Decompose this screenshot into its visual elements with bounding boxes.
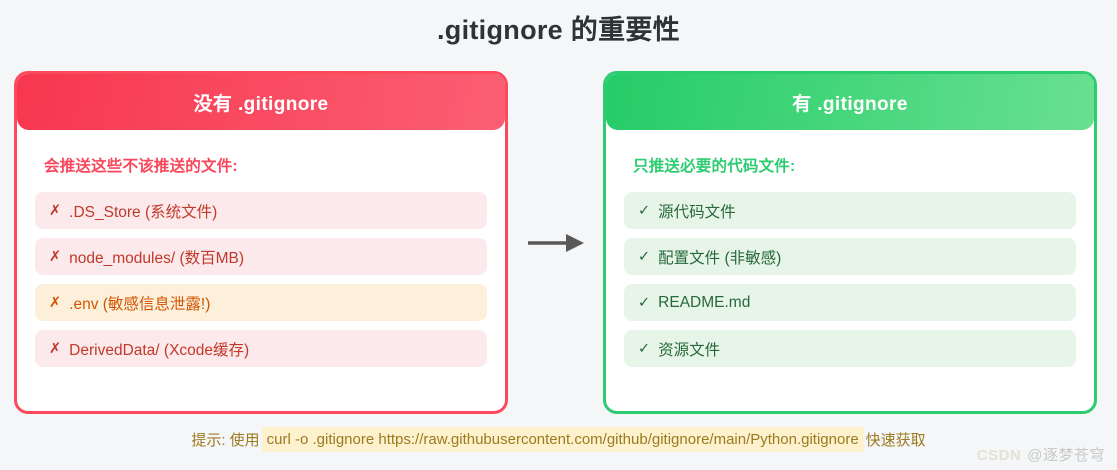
comparison-columns: 没有 .gitignore 会推送这些不该推送的文件: ✗ .DS_Store … <box>0 71 1117 414</box>
list-item-label: README.md <box>658 293 751 311</box>
footer-tip: 提示: 使用 curl -o .gitignore https://raw.gi… <box>0 422 1117 456</box>
list-item-label: 配置文件 (非敏感) <box>658 249 782 267</box>
list-item: ✓ README.md <box>624 284 1076 321</box>
check-icon: ✓ <box>638 248 651 265</box>
cross-icon: ✗ <box>49 340 62 357</box>
list-item: ✓ 配置文件 (非敏感) <box>624 238 1076 275</box>
check-icon: ✓ <box>638 294 651 311</box>
check-icon: ✓ <box>638 202 651 219</box>
card-with-gitignore-body: 只推送必要的代码文件: ✓ 源代码文件 ✓ 配置文件 (非敏感) ✓ READM… <box>606 130 1094 385</box>
list-item: ✗ DerivedData/ (Xcode缓存) <box>35 330 487 367</box>
footer-tip-suffix: 快速获取 <box>865 431 926 449</box>
list-item: ✗ node_modules/ (数百MB) <box>35 238 487 275</box>
list-item-label: .DS_Store (系统文件) <box>69 203 218 221</box>
cross-icon: ✗ <box>49 294 62 311</box>
list-item-label: DerivedData/ (Xcode缓存) <box>69 341 250 359</box>
list-item-label: .env (敏感信息泄露!) <box>69 295 211 313</box>
watermark-author: @逐梦苍穹 <box>1027 447 1105 464</box>
good-item-list: ✓ 源代码文件 ✓ 配置文件 (非敏感) ✓ README.md ✓ 资源文件 <box>624 192 1076 367</box>
watermark: CSDN @逐梦苍穹 <box>977 444 1105 465</box>
card-with-gitignore-subtitle: 只推送必要的代码文件: <box>633 158 796 175</box>
arrow-container <box>508 71 603 414</box>
check-icon: ✓ <box>638 340 651 357</box>
arrow-right-icon <box>527 233 584 252</box>
cross-icon: ✗ <box>49 248 62 265</box>
card-without-gitignore-subtitle: 会推送这些不该推送的文件: <box>44 158 238 175</box>
list-item-label: 资源文件 <box>658 341 721 359</box>
list-item: ✗ .env (敏感信息泄露!) <box>35 284 487 321</box>
card-without-gitignore-header: 没有 .gitignore <box>17 74 505 130</box>
list-item: ✓ 源代码文件 <box>624 192 1076 229</box>
card-without-gitignore-body: 会推送这些不该推送的文件: ✗ .DS_Store (系统文件) ✗ node_… <box>17 130 505 385</box>
list-item: ✗ .DS_Store (系统文件) <box>35 192 487 229</box>
card-without-gitignore: 没有 .gitignore 会推送这些不该推送的文件: ✗ .DS_Store … <box>14 71 508 414</box>
list-item-label: node_modules/ (数百MB) <box>69 249 245 267</box>
footer-tip-command[interactable]: curl -o .gitignore https://raw.githubuse… <box>261 426 864 452</box>
page-title: .gitignore 的重要性 <box>437 15 680 45</box>
card-with-gitignore: 有 .gitignore 只推送必要的代码文件: ✓ 源代码文件 ✓ 配置文件 … <box>603 71 1097 414</box>
card-with-gitignore-header: 有 .gitignore <box>606 74 1094 130</box>
cross-icon: ✗ <box>49 202 62 219</box>
list-item-label: 源代码文件 <box>658 203 736 221</box>
watermark-brand: CSDN <box>976 447 1022 464</box>
footer-tip-prefix: 提示: 使用 <box>191 431 260 449</box>
list-item: ✓ 资源文件 <box>624 330 1076 367</box>
bad-item-list: ✗ .DS_Store (系统文件) ✗ node_modules/ (数百MB… <box>35 192 487 367</box>
